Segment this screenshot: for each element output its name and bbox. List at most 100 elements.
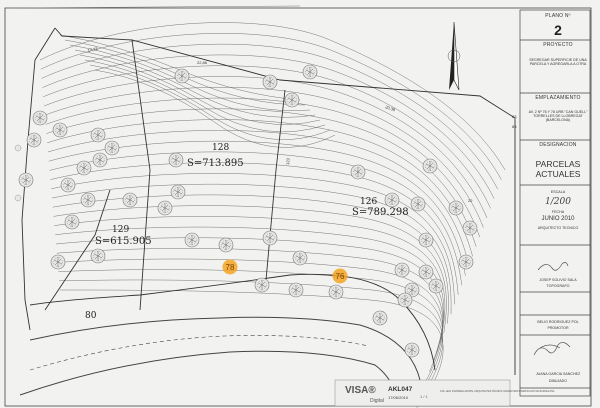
tree-symbol-icon	[372, 310, 388, 326]
contour-line	[55, 226, 445, 353]
contour-line	[46, 108, 477, 247]
tree-symbol-icon	[26, 132, 42, 148]
escala-value: 1/200	[545, 197, 571, 207]
svg-text:78: 78	[226, 263, 235, 272]
tree-symbol-icon	[80, 192, 96, 208]
tree-symbol-icon	[90, 127, 106, 143]
emplazamiento-text: AV. 2 Nº 76 Y 78 URB "CAN GUELL" TORRELL…	[528, 110, 588, 123]
contour-line	[47, 130, 470, 267]
parcel-129-number: 129	[112, 225, 129, 235]
title-block-frame	[519, 9, 591, 397]
parcel-126-area: S=789.298	[352, 207, 409, 218]
road-label: 80	[85, 311, 97, 321]
contour-line	[51, 183, 452, 315]
proyecto-text: SEGREGAR SUPERFICIE DE UNA PARCELA Y AGR…	[529, 58, 587, 67]
contour-line	[89, 64, 331, 140]
svg-text:76: 76	[336, 272, 345, 281]
tree-symbol-icon	[418, 264, 434, 280]
contour-label: 20.38	[385, 104, 397, 112]
tree-symbol-icon	[32, 110, 48, 126]
tree-symbol-icon	[174, 68, 190, 84]
tree-symbol-icon	[410, 196, 426, 212]
contour-line	[55, 237, 444, 363]
tree-symbol-icon	[157, 200, 173, 216]
tree-symbol-icon	[168, 152, 184, 168]
contour-line	[43, 65, 491, 209]
tree-symbol-icon	[328, 284, 344, 300]
tree-symbol-icon	[262, 74, 278, 90]
tree-symbol-icon	[397, 292, 413, 308]
stamp-college: COL·LEGI D'APARELLADORS, ARQUITECTES TÈC…	[440, 390, 555, 393]
contour-line	[84, 59, 326, 133]
marker-78: 78	[222, 259, 238, 275]
tree-symbol-icon	[394, 262, 410, 278]
designacion-label: DESIGNACION	[539, 142, 577, 148]
tree-symbol-icon	[458, 254, 474, 270]
contour-line	[48, 140, 466, 276]
tree-symbol-icon	[462, 220, 478, 236]
stamp-brand: VISA®	[345, 385, 376, 396]
tree-symbol-icon	[254, 277, 270, 293]
contour-line	[41, 43, 498, 190]
tree-symbol-icon	[448, 200, 464, 216]
contour-label: 22	[468, 198, 473, 203]
arquitecto-label: ARQUITECTO TECNICO	[537, 226, 579, 230]
plano-label: PLANO Nº	[545, 13, 571, 19]
contour-line	[43, 76, 488, 219]
escala-label: ESCALA	[550, 190, 566, 194]
parcel-128-area: S=713.895	[187, 158, 244, 169]
contour-lines	[39, 22, 506, 408]
promotor-name: BELIO RODRIGUEZ POL	[537, 320, 579, 324]
contour-line	[74, 49, 316, 118]
tree-symbol-icon	[104, 140, 120, 156]
contour-line	[40, 33, 502, 180]
marker-76: 76	[332, 268, 348, 284]
contour-line	[69, 44, 311, 111]
contour-line	[58, 269, 443, 391]
tree-symbol-icon	[302, 64, 318, 80]
contour-line	[57, 258, 443, 382]
contour-label: 123	[285, 157, 291, 165]
proyecto-label: PROYECTO	[543, 42, 573, 48]
tree-symbol-icon	[50, 254, 66, 270]
tree-symbol-icon	[418, 232, 434, 248]
tree-symbol-icon	[292, 250, 308, 266]
tree-symbol-icon	[384, 192, 400, 208]
tree-symbol-icon	[422, 158, 438, 174]
topografo-name: JOSEP SOLIVIO SALA	[539, 278, 577, 282]
contour-line	[56, 248, 443, 372]
contour-line	[39, 22, 506, 171]
tree-symbol-icon	[52, 122, 68, 138]
contour-line	[42, 54, 495, 199]
tree-symbol-icon	[64, 214, 80, 230]
tree-symbol-icon	[92, 152, 108, 168]
tree-symbol-icon	[90, 248, 106, 264]
tree-symbol-icon	[18, 172, 34, 188]
stamp-date: 17/06/2010	[388, 395, 409, 400]
contour-line	[49, 151, 463, 286]
tree-symbol-icon	[428, 278, 444, 294]
stamp-code: AKL047	[388, 386, 413, 393]
contour-label: 17,73	[87, 46, 99, 53]
contour-line	[50, 162, 459, 295]
contour-line	[59, 289, 444, 408]
tree-symbol-icon	[122, 192, 138, 208]
tree-symbol-icon	[284, 92, 300, 108]
dibujado-name: JUANA GARCIA SANCHEZ	[535, 372, 581, 376]
contour-line	[59, 279, 444, 401]
plano-number: 2	[554, 22, 562, 38]
contour-line	[45, 97, 481, 238]
parcel-129-area: S=615.905	[95, 236, 152, 247]
signature-scribbles	[533, 262, 571, 356]
designacion-text: PARCELAS ACTUALES	[535, 159, 581, 179]
tree-symbol-icon	[218, 237, 234, 253]
north-arrow-icon	[447, 21, 461, 91]
visa-stamp: VISA® Digital AKL047 17/06/2010 1 / 1 CO…	[334, 379, 555, 407]
sheet-border	[4, 7, 592, 407]
contour-label: 83	[512, 114, 517, 119]
tree-symbol-icon	[262, 230, 278, 246]
fecha-label: FECHA	[551, 210, 565, 214]
contour-line	[54, 216, 446, 343]
